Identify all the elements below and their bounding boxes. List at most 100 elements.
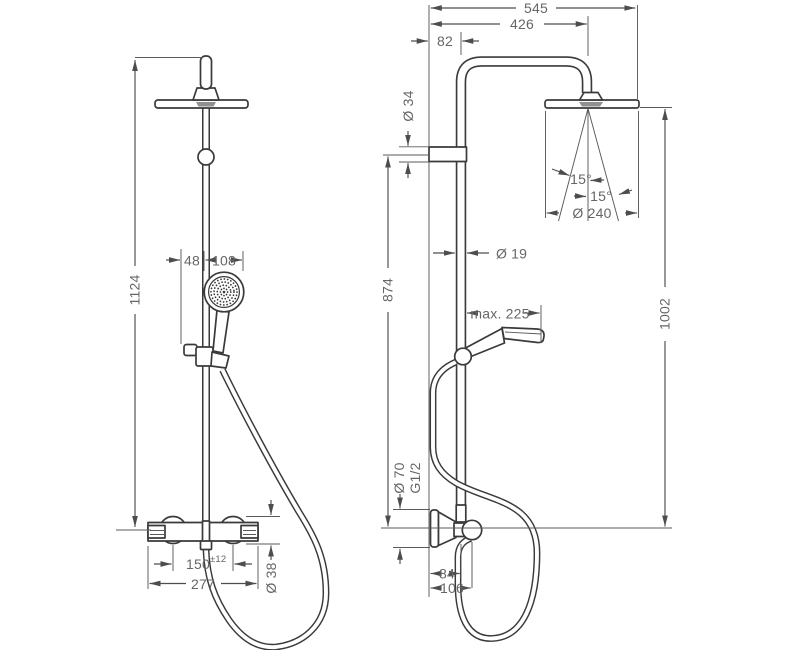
dim-outlet-offset-label: 84 [439,566,455,582]
spray-lines [558,108,619,222]
arrow [573,193,587,199]
spray-center-dot [222,290,226,294]
spray-dots-ring [210,278,238,306]
side-riser-and-arm [455,56,593,521]
dim-valve-width-label: 277 [191,576,215,592]
wall-bracket [428,146,468,163]
dim-handshower-reach-label: max. 225 [470,306,529,322]
extension-line [180,249,244,344]
extension-line [381,107,672,529]
hose-connection-ball [461,519,483,541]
dim-pipe-diameter: Ø 19 [433,246,527,262]
extension-line [147,546,259,589]
dim-hose-connection-offset-label: 106 [440,580,464,596]
arrow [551,168,570,177]
hand-shower-head [501,326,545,344]
dim-total-height: 1124 [116,57,203,531]
slider-knob [183,343,198,357]
arrow [618,188,633,196]
extension-line [246,516,280,545]
extension-line [172,545,234,571]
dim-total-width-label: 545 [524,0,548,16]
dim-bracket-diameter: Ø 34 [399,90,429,178]
dim-outlet-offset: 84 [430,544,462,582]
dim-handshower-diameter: 108 [205,253,242,269]
riser-pipe-end [455,504,467,523]
dim-handle-diameter: Ø 38 [246,500,280,594]
head-cone [578,91,604,101]
spray-dots-ring [216,284,232,300]
dim-spray-face-height: 1002 [381,107,673,529]
valve-stub-right [240,524,259,539]
arrow [590,177,605,183]
holder-cup [210,351,230,369]
dim-valve-width: 277 [147,546,259,592]
spray-fan [558,108,619,222]
dim-spray-angle-left-label: 15° [570,171,592,187]
valve-stub-left [147,524,166,539]
hose-outline [429,358,541,642]
hose-fill [204,369,328,650]
dim-head-diameter-label: Ø 240 [572,205,611,221]
dim-connection-tolerance-label: ±12 [210,554,226,565]
extension-line [399,146,429,163]
dim-pipe-diameter-label: Ø 19 [496,246,527,262]
hose-nipple [199,540,213,551]
disc-shade [579,102,603,107]
front-view: 1124 48 108 150 ±12 277 [116,55,330,650]
overhead-shower-side [544,91,640,109]
head-detail-line [504,331,542,335]
dim-spray-angle-right: 15° [573,188,633,204]
shower-hose-front [202,368,330,650]
pipe-outline [455,56,593,521]
dim-head-diameter: Ø 240 [545,111,639,221]
dim-escutcheon-diameter-label: Ø 70 [391,462,407,493]
spray-dots-ring [219,287,229,297]
hand-shower-handle [464,327,506,358]
dim-total-height-label: 1124 [127,275,143,306]
extension-line [545,111,639,218]
overhead-shower-front [154,55,249,109]
escutcheon-cone [437,511,457,547]
extension-line [116,57,203,531]
dim-holder-offset: 48 [166,249,244,344]
hose-fill [431,360,539,641]
hand-shower-side [453,326,545,366]
dim-connection-centers: 150 ±12 [154,545,252,572]
dim-spray-angle-right-label: 15° [590,188,612,204]
extension-line [393,509,430,548]
valve-thread-lines [243,530,256,535]
shower-hose-side [429,358,541,642]
wall-outlet-fitting [429,504,483,548]
dim-head-center-offset: 426 [430,16,589,56]
dim-arm-offset: 82 [411,32,479,55]
thermostat-valve [147,515,259,551]
pipe-fill [457,57,591,521]
hose-outline [202,368,330,650]
ball-joint-side [453,347,473,366]
spray-face-rim [208,276,241,309]
slider-holder [183,343,230,369]
dim-handshower-diameter-label: 108 [212,253,236,269]
dim-arm-offset-label: 82 [437,33,453,49]
dim-riser-height-label: 874 [380,278,396,302]
dim-connection-centers-label: 150 [186,556,210,572]
hand-shower-front [203,271,245,354]
dim-spray-angle-left: 15° [551,168,605,187]
escutcheon-flange [429,509,440,548]
side-view: 545 426 82 Ø 34 874 [380,0,673,642]
ball-joint-front [197,148,215,166]
dim-handle-diameter-label: Ø 38 [263,562,279,593]
dim-riser-height: 874 [380,154,429,527]
dim-head-center-offset-label: 426 [510,16,534,32]
dim-holder-offset-label: 48 [184,253,200,269]
disc-shade [196,102,216,107]
dim-thread-size-label: G1/2 [407,462,423,493]
dim-escutcheon: Ø 70 G1/2 [391,462,430,564]
dim-total-width: 545 [430,0,638,99]
dim-hose-connection-offset: 106 [430,542,473,596]
dim-spray-face-height-label: 1002 [657,298,673,330]
pipe-top-cap [199,55,213,90]
